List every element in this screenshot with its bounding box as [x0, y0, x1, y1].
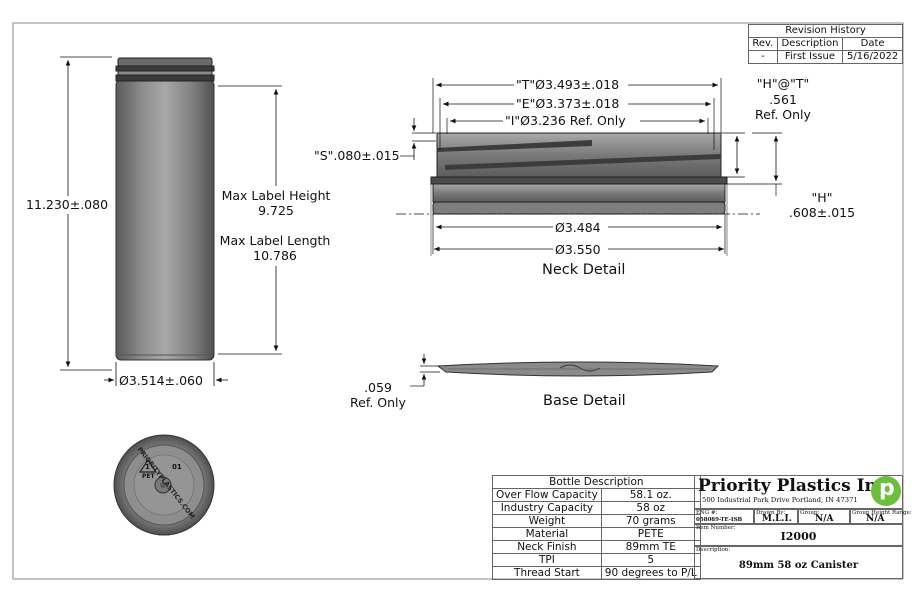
- base-detail-drawing: [436, 361, 720, 377]
- revision-header: Date: [842, 37, 903, 51]
- spec-value: 58.1 oz.: [600, 488, 701, 502]
- i-dim: "I"Ø3.236 Ref. Only: [505, 113, 626, 128]
- e-dim: "E"Ø3.373±.018: [516, 96, 620, 111]
- eng-value: 058089-TE-ISB: [696, 517, 743, 523]
- desc-label: Description:: [696, 547, 731, 553]
- spec-label: Over Flow Capacity: [492, 488, 602, 502]
- bottle-side-view: [115, 57, 215, 361]
- bottom-view-drawing: [113, 434, 215, 536]
- spec-value: PETE: [600, 527, 701, 541]
- item-label: Item Number:: [696, 525, 736, 531]
- revision-cell: 5/16/2022: [842, 50, 903, 64]
- spec-label: Material: [492, 527, 602, 541]
- base-detail-title: Base Detail: [543, 393, 626, 409]
- revision-title: Revision History: [748, 24, 903, 38]
- group-value: N/A: [815, 514, 834, 524]
- overall-height-dim: 11.230±.080: [26, 197, 109, 212]
- spec-label: Weight: [492, 514, 602, 528]
- t-dim: "T"Ø3.493±.018: [516, 77, 620, 92]
- revision-header: Rev.: [748, 37, 778, 51]
- logo-letter: p: [879, 476, 895, 501]
- spec-label: Thread Start: [492, 566, 602, 580]
- dia-inner-dim: Ø3.484: [555, 220, 601, 235]
- spec-value: 5: [600, 553, 701, 567]
- range-value: N/A: [866, 514, 885, 524]
- base-dim-line1: .059: [364, 380, 392, 395]
- spec-value: 70 grams: [600, 514, 701, 528]
- spec-value: 89mm TE: [600, 540, 701, 554]
- company-name: Priority Plastics Inc.: [698, 476, 894, 496]
- cavity-number: 01: [172, 463, 182, 471]
- dia-outer-dim: Ø3.550: [555, 242, 601, 257]
- item-value: I2000: [780, 530, 817, 543]
- drawn-value: M.L.I.: [762, 514, 792, 524]
- bottle-description-title: Bottle Description: [492, 475, 701, 489]
- neck-detail-title: Neck Detail: [542, 262, 626, 278]
- spec-value: 90 degrees to P/L: [600, 566, 701, 580]
- spec-label: Industry Capacity: [492, 501, 602, 515]
- title-block: Priority Plastics Inc. 500 Industrial Pa…: [694, 475, 912, 579]
- neck-detail-drawing: [430, 132, 728, 215]
- spec-label: Neck Finish: [492, 540, 602, 554]
- spec-label: TPI: [492, 553, 602, 567]
- side-diameter-dim: Ø3.514±.060: [119, 373, 203, 388]
- drawn-label: Drawn By:: [756, 510, 786, 516]
- group-label: Group:: [800, 510, 820, 516]
- recycle-text: PET: [142, 473, 155, 480]
- base-dim-line2: Ref. Only: [350, 395, 406, 410]
- h-at-t-line2: .561: [769, 92, 797, 107]
- sheet-border: [12, 22, 904, 580]
- company-address: 500 Industrial Park Drive Portland, IN 4…: [702, 496, 858, 504]
- revision-cell: -: [748, 50, 778, 64]
- range-label: Group Height Range:: [852, 510, 912, 516]
- max-label-height-value: 9.725: [258, 203, 294, 218]
- h-line2: .608±.015: [788, 205, 856, 220]
- max-label-length-value: 10.786: [253, 248, 297, 263]
- recycle-number: 1: [145, 463, 150, 471]
- h-at-t-line1: "H"@"T": [756, 76, 810, 91]
- h-at-t-line3: Ref. Only: [755, 107, 811, 122]
- h-line1: "H": [811, 190, 833, 205]
- eng-label: ENG #:: [696, 510, 718, 516]
- s-dim: "S".080±.015: [314, 148, 400, 163]
- max-label-length-title: Max Label Length: [219, 233, 331, 248]
- revision-cell: First Issue: [776, 50, 844, 64]
- max-label-height-title: Max Label Height: [221, 188, 331, 203]
- revision-history-table: Revision History Rev. Description Date -…: [748, 24, 903, 64]
- desc-value: 89mm 58 oz Canister: [738, 560, 859, 571]
- revision-header: Description: [776, 37, 844, 51]
- company-logo: [871, 476, 901, 506]
- spec-value: 58 oz: [600, 501, 701, 515]
